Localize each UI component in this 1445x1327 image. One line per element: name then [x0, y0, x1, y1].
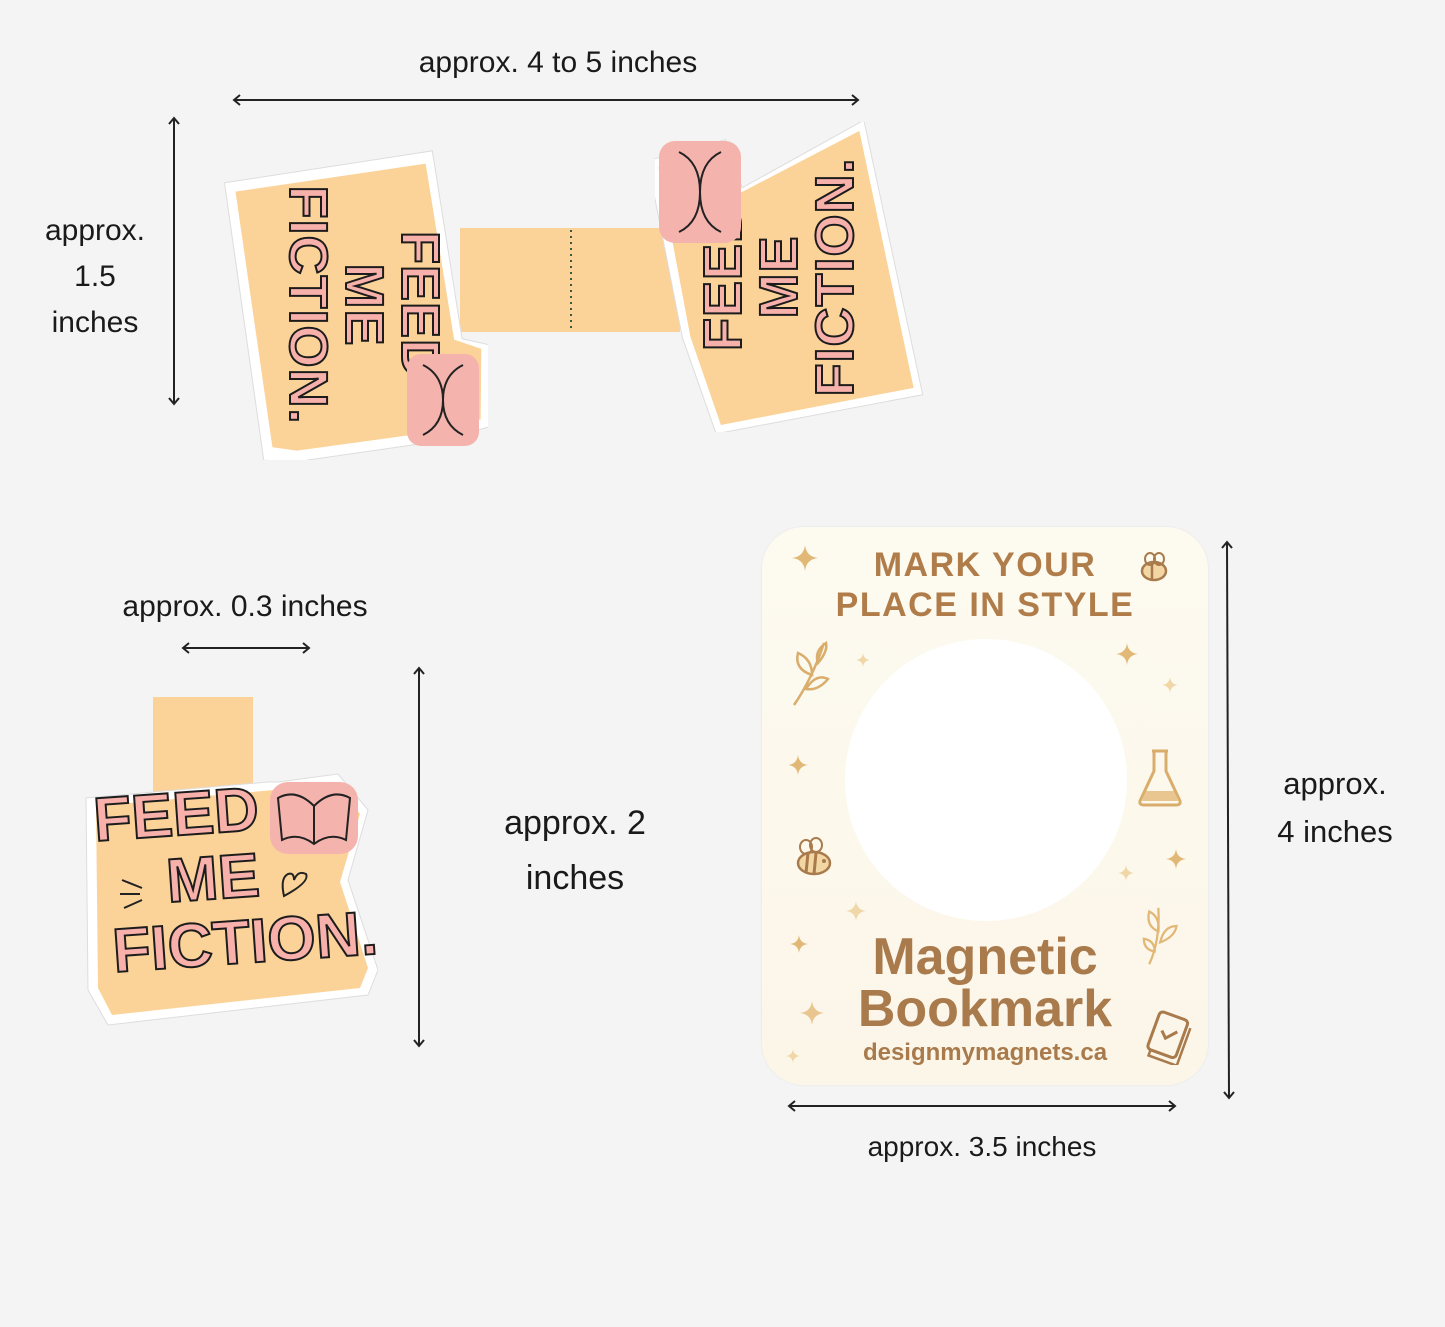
- sparkle-icon: [856, 653, 870, 667]
- headline-line: PLACE IN STYLE: [835, 586, 1135, 624]
- dimension-label-top-height: approx. 1.5 inches: [20, 208, 170, 346]
- double-arrow-horizontal-icon: [232, 94, 860, 106]
- flask-icon: [1138, 749, 1182, 807]
- sparkle-icon: [786, 1049, 800, 1063]
- book-icon: [1146, 1010, 1192, 1065]
- dimension-label-card-height: approx. 4 inches: [1250, 760, 1420, 856]
- leaf-icon: [792, 640, 830, 706]
- double-arrow-horizontal-icon: [181, 642, 311, 654]
- sparkle-icon: [846, 901, 866, 921]
- label-line: approx.: [44, 214, 146, 247]
- sticker-line-me: ME: [333, 263, 395, 348]
- double-arrow-vertical-icon: [168, 116, 180, 406]
- burst-lines-icon: [120, 879, 143, 909]
- open-book-icon: [659, 141, 741, 243]
- sticker-line-me: ME: [748, 235, 810, 320]
- double-arrow-vertical-icon: [1221, 540, 1235, 1100]
- fold-line: [570, 230, 572, 330]
- double-arrow-horizontal-icon: [787, 1100, 1177, 1112]
- sticker-line-fiction: FICTION.: [804, 157, 866, 398]
- sparkle-icon: [1166, 849, 1186, 869]
- sticker-feed-me-fiction-left: FEED ME FICTION.: [218, 150, 494, 463]
- open-book-icon: [270, 782, 358, 854]
- card-title: Magnetic Bookmark: [762, 931, 1208, 1035]
- label-line: approx.: [1283, 766, 1387, 801]
- label-line: inches: [51, 306, 139, 339]
- dimension-label-single-height: approx. 2 inches: [470, 796, 680, 906]
- sticker-feed-me-fiction-right: FEED ME FICTION.: [646, 119, 925, 435]
- bookmark-placement-circle: [845, 639, 1127, 921]
- title-line: Bookmark: [857, 980, 1113, 1038]
- double-arrow-vertical-icon: [413, 666, 425, 1048]
- label-line: 1.5: [74, 260, 116, 293]
- dimension-label-top-width: approx. 4 to 5 inches: [418, 46, 698, 79]
- sparkle-icon: [1116, 643, 1138, 665]
- bee-icon: [796, 837, 832, 876]
- label-line: inches: [525, 859, 625, 897]
- title-line: Magnetic: [872, 928, 1098, 986]
- sparkle-icon: [800, 1001, 824, 1025]
- dimension-label-card-width: approx. 3.5 inches: [867, 1131, 1097, 1162]
- heart-icon: [281, 871, 308, 898]
- backing-card: MARK YOUR PLACE IN STYLE Magnetic Bookma…: [762, 527, 1208, 1085]
- headline-line: MARK YOUR: [873, 546, 1097, 584]
- sticker-line-fiction: FICTION.: [277, 185, 339, 426]
- sparkle-icon: [792, 545, 818, 571]
- open-book-icon: [407, 354, 479, 446]
- leaf-icon: [1142, 907, 1178, 965]
- label-line: approx. 2: [504, 804, 646, 842]
- card-url: designmymagnets.ca: [862, 1039, 1108, 1066]
- sparkle-icon: [790, 935, 808, 953]
- sparkle-icon: [788, 755, 808, 775]
- bee-icon: [1140, 552, 1168, 582]
- card-headline: MARK YOUR PLACE IN STYLE: [762, 545, 1208, 625]
- sparkle-icon: [1118, 865, 1134, 881]
- dimension-label-tab-width: approx. 0.3 inches: [122, 590, 368, 623]
- sticker-feed-me-fiction-single: FEED ME FICTION.: [78, 770, 381, 1028]
- sparkle-icon: [1162, 677, 1178, 693]
- label-line: 4 inches: [1277, 814, 1393, 849]
